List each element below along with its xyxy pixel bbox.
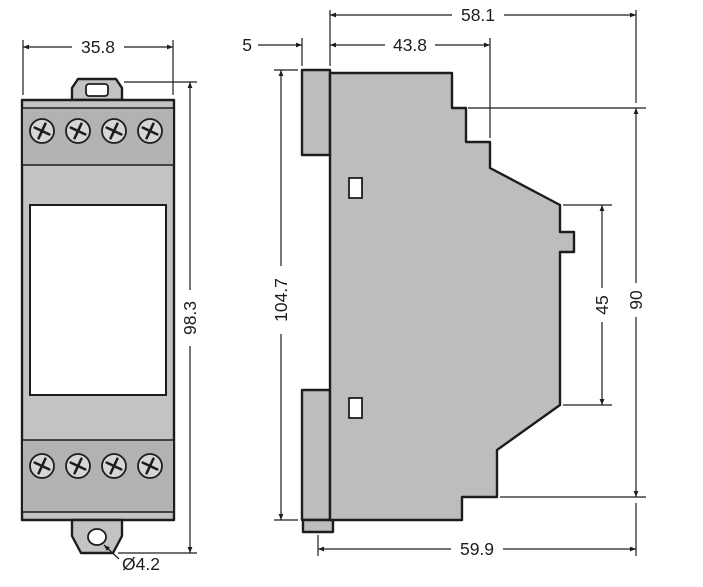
dimension-side-bottom-width: 59.9 [317,503,637,559]
latch-detail-top [348,177,363,199]
dimension-front-width: 35.8 [22,37,174,95]
clip-hole [87,528,107,546]
dimension-side-total-width: 58.1 [329,5,637,103]
dimension-rail-tab-depth: 5 [242,35,303,66]
device-profile-side [328,71,576,522]
screw-terminal [101,453,127,479]
side-view [300,68,576,534]
side-top-width-value: 43.8 [393,35,427,55]
side-total-width-value: 58.1 [461,5,495,25]
front-height-value: 98.3 [180,301,200,335]
rail-flange-top [300,68,332,157]
front-label-panel [29,204,167,396]
side-bottom-width-value: 59.9 [460,539,494,559]
dimension-side-body-height: 90 [468,107,646,498]
rail-flange-bottom [300,388,332,522]
latch-detail-bottom [348,397,363,419]
front-face-height-value: 45 [592,295,612,314]
dimension-hole-diameter: Ø4.2 [103,544,160,574]
screw-terminal [65,118,91,144]
clip-foot [301,518,335,534]
front-width-value: 35.8 [81,37,115,57]
screw-terminal [137,453,163,479]
dimension-side-top-width: 43.8 [330,35,491,138]
front-view [20,77,176,555]
dimension-side-total-height: 104.7 [271,69,298,521]
side-body-height-value: 90 [626,290,646,310]
dimension-front-face-height: 45 [563,204,612,406]
rail-tab-depth-value: 5 [242,35,252,55]
screw-terminal [101,118,127,144]
screw-terminal [29,118,55,144]
screw-terminal [65,453,91,479]
screw-terminal [137,118,163,144]
side-total-height-value: 104.7 [271,278,291,322]
tab-notch [85,83,109,97]
screw-terminal [29,453,55,479]
dimension-front-height: 98.3 [118,81,200,554]
hole-diameter-value: Ø4.2 [122,554,160,574]
